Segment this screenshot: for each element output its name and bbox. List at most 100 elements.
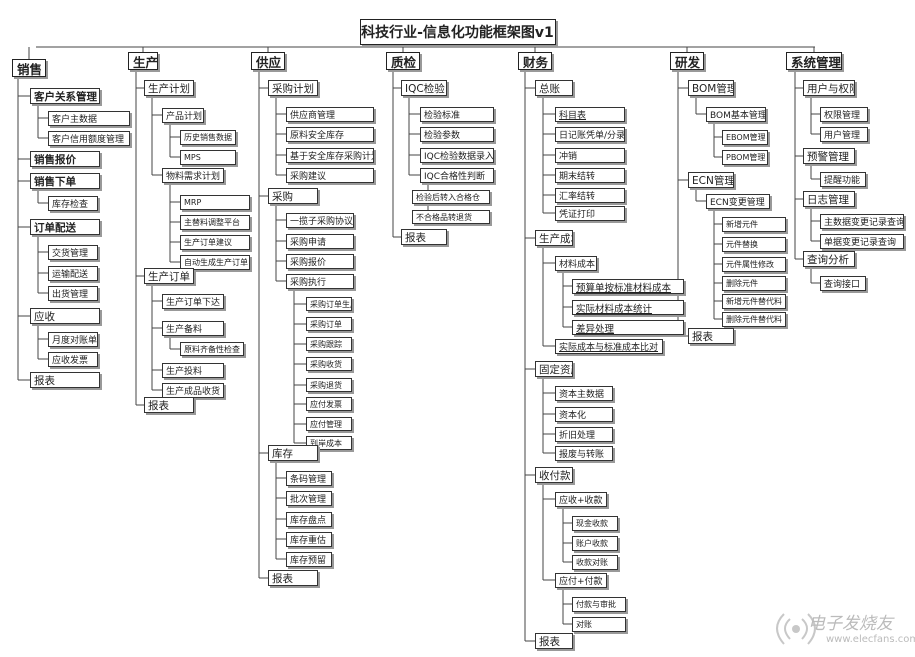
leaf-node: IQC检验数据录入 bbox=[420, 148, 494, 163]
sub-leaf-node: 检验后转入合格仓 bbox=[412, 190, 490, 204]
column-header: 生产 bbox=[128, 52, 158, 70]
leaf-node: 月度对账单 bbox=[48, 332, 98, 347]
category-node: 应收 bbox=[30, 308, 100, 324]
leaf-node: 报废与转账 bbox=[555, 446, 613, 461]
group-node: BOM基本管理 bbox=[706, 107, 766, 122]
category-node: 生产成本 bbox=[535, 230, 573, 246]
category-node: 采购计划 bbox=[268, 80, 318, 96]
leaf-node: 期末结转 bbox=[555, 168, 625, 183]
category-node: 销售报价 bbox=[30, 151, 100, 167]
column-header: 质检 bbox=[386, 52, 420, 70]
column-header: 供应 bbox=[251, 52, 285, 70]
sub-leaf-node: 应付发票 bbox=[306, 397, 352, 411]
leaf-node: 预算单按标准材料成本 bbox=[572, 279, 684, 294]
leaf-node: 收款对账 bbox=[572, 555, 618, 570]
leaf-node: 对账 bbox=[572, 617, 626, 632]
leaf-node: 付款与审批 bbox=[572, 597, 626, 612]
leaf-node: 凭证打印 bbox=[555, 206, 625, 221]
leaf-node: 生产备料 bbox=[162, 321, 224, 336]
leaf-node: 主替料调整平台 bbox=[180, 215, 250, 230]
leaf-node: PBOM管理 bbox=[722, 150, 768, 165]
leaf-node: 单据变更记录查询 bbox=[820, 234, 904, 249]
leaf-node: EBOM管理 bbox=[722, 130, 768, 145]
leaf-node: 实际材料成本统计 bbox=[572, 300, 684, 315]
leaf-node: 采购报价 bbox=[286, 254, 354, 269]
leaf-node: 库存预留 bbox=[286, 552, 332, 567]
leaf-node: 账户收款 bbox=[572, 536, 618, 551]
sub-leaf-node: 采购收货 bbox=[306, 357, 352, 371]
sub-leaf-node: 原料齐备性检查 bbox=[180, 342, 244, 356]
category-node: 查询分析 bbox=[803, 251, 855, 267]
category-node: 销售下单 bbox=[30, 173, 100, 189]
leaf-node: 库存检查 bbox=[48, 196, 98, 211]
category-node: 预警管理 bbox=[803, 148, 855, 164]
category-node: 生产计划 bbox=[144, 80, 194, 96]
leaf-node: 删除元件 bbox=[722, 276, 786, 291]
category-node: 收付款 bbox=[535, 467, 573, 483]
leaf-node: 自动生成生产订单 bbox=[180, 255, 250, 270]
leaf-node: 历史销售数据 bbox=[180, 130, 236, 145]
category-node: 采购 bbox=[268, 188, 318, 204]
leaf-node: 采购建议 bbox=[286, 168, 374, 183]
category-node: 报表 bbox=[401, 229, 447, 245]
leaf-node: MPS bbox=[180, 150, 236, 165]
category-node: 报表 bbox=[268, 570, 318, 586]
leaf-node: 生产订单建议 bbox=[180, 235, 250, 250]
diagram-title: 高科技行业-信息化功能框架图v1.0 bbox=[360, 19, 556, 45]
category-node: 总账 bbox=[535, 80, 573, 96]
sub-leaf-node: 采购退货 bbox=[306, 378, 352, 392]
category-node: 日志管理 bbox=[803, 191, 855, 207]
leaf-node: 库存盘点 bbox=[286, 512, 332, 527]
leaf-node: 科目表 bbox=[555, 107, 625, 122]
sub-leaf-node: 采购跟踪 bbox=[306, 337, 352, 351]
group-node: 应收+收款 bbox=[555, 492, 607, 507]
leaf-node: MRP bbox=[180, 195, 250, 210]
leaf-node: 供应商管理 bbox=[286, 107, 374, 122]
category-node: 库存 bbox=[268, 445, 318, 461]
leaf-node: 检验标准 bbox=[420, 107, 494, 122]
leaf-node: 主数据变更记录查询 bbox=[820, 214, 904, 229]
leaf-node: 元件替换 bbox=[722, 237, 786, 252]
leaf-node: 汇率结转 bbox=[555, 188, 625, 203]
leaf-node: 查询接口 bbox=[820, 276, 866, 291]
leaf-node: 用户管理 bbox=[820, 127, 868, 142]
column-header: 研发 bbox=[670, 52, 704, 70]
leaf-node: 现金收款 bbox=[572, 516, 618, 531]
category-node: 报表 bbox=[688, 328, 734, 344]
category-node: 用户与权限 bbox=[803, 80, 855, 96]
group-node: 物料需求计划 bbox=[162, 168, 224, 183]
category-node: 订单配送 bbox=[30, 219, 100, 235]
category-node: BOM管理 bbox=[688, 80, 734, 96]
leaf-node: 日记账凭单/分录 bbox=[555, 127, 625, 142]
leaf-node: 应收发票 bbox=[48, 352, 98, 367]
sub-leaf-node: 不合格品转退货 bbox=[412, 210, 490, 224]
group-node: 产品计划 bbox=[162, 108, 204, 123]
leaf-node: 交货管理 bbox=[48, 245, 98, 260]
leaf-node: 批次管理 bbox=[286, 491, 332, 506]
category-node: 客户关系管理 bbox=[30, 88, 100, 104]
group-node: 应付+付款 bbox=[555, 573, 607, 588]
leaf-node: 元件属性修改 bbox=[722, 257, 786, 272]
leaf-node: 一揽子采购协议 bbox=[286, 213, 354, 228]
leaf-node: 生产成品收货 bbox=[162, 383, 224, 398]
leaf-node: 资本主数据 bbox=[555, 386, 613, 401]
leaf-node: 库存重估 bbox=[286, 532, 332, 547]
leaf-node: 删除元件替代料 bbox=[722, 312, 786, 327]
leaf-node: 检验参数 bbox=[420, 127, 494, 142]
column-header: 财务 bbox=[518, 52, 552, 70]
leaf-node: 新增元件替代料 bbox=[722, 294, 786, 309]
category-node: 报表 bbox=[144, 397, 194, 413]
leaf-node: 原料安全库存 bbox=[286, 127, 374, 142]
category-node: 生产订单 bbox=[144, 268, 194, 284]
category-node: 报表 bbox=[535, 633, 573, 649]
group-node: ECN变更管理 bbox=[706, 194, 770, 209]
leaf-node: 资本化 bbox=[555, 407, 613, 422]
leaf-node: 条码管理 bbox=[286, 471, 332, 486]
watermark-url: www.elecfans.com bbox=[826, 634, 915, 645]
sub-leaf-node: 应付管理 bbox=[306, 417, 352, 431]
column-header: 系统管理 bbox=[786, 52, 842, 70]
leaf-node: 基于安全库存采购计划 bbox=[286, 148, 374, 163]
column-header: 销售 bbox=[12, 59, 46, 77]
leaf-node: 运输配送 bbox=[48, 266, 98, 281]
